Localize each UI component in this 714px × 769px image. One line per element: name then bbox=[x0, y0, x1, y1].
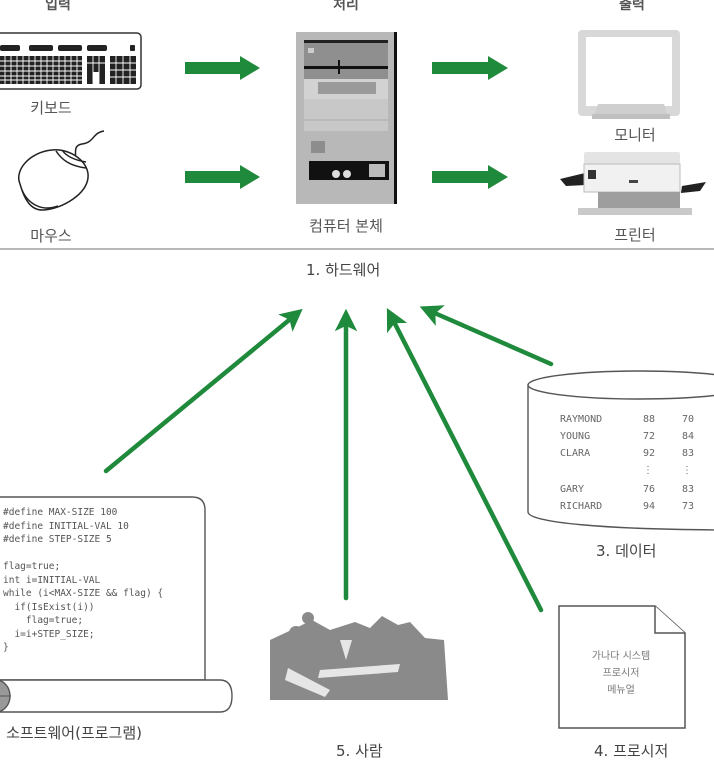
data-row-value-a: 76 bbox=[643, 484, 656, 495]
procedure-doc-line: 메뉴얼 bbox=[607, 685, 635, 696]
software-code-block: #define MAX-SIZE 100 #define INITIAL-VAL … bbox=[3, 506, 163, 655]
label-hardware: 1. 하드웨어 bbox=[306, 261, 381, 279]
data-row-value-b: 84 bbox=[682, 431, 695, 442]
software-scroll-icon bbox=[0, 496, 233, 713]
data-row-name: CLARA bbox=[560, 448, 591, 459]
code-line: i=i+STEP_SIZE; bbox=[3, 628, 95, 640]
code-line: } bbox=[3, 642, 9, 653]
section-divider bbox=[0, 248, 714, 250]
header-input: 입력 bbox=[45, 0, 71, 13]
arrow-procedure-to-hardware bbox=[386, 307, 544, 613]
monitor-icon bbox=[578, 30, 680, 119]
data-row-value-a: 94 bbox=[643, 501, 656, 512]
data-row-value-a: 72 bbox=[643, 431, 656, 442]
data-row-value-a: ⋮ bbox=[643, 465, 653, 476]
label-software: 2. 소프트웨어(프로그램) bbox=[0, 724, 142, 742]
data-row-value-b: 83 bbox=[682, 448, 695, 459]
computer-tower-icon bbox=[296, 32, 397, 204]
code-line: flag=true; bbox=[3, 561, 61, 572]
procedure-doc-line: 프로시저 bbox=[602, 668, 640, 679]
data-row-name: RAYMOND bbox=[560, 414, 603, 425]
label-people: 5. 사람 bbox=[336, 742, 383, 760]
arrow-computer-to-printer bbox=[432, 165, 508, 189]
data-row-value-a: 88 bbox=[643, 414, 656, 425]
code-line: while (i<MAX-SIZE && flag) { bbox=[3, 588, 164, 599]
label-keyboard: 키보드 bbox=[30, 99, 72, 117]
procedure-document-icon bbox=[558, 605, 686, 729]
data-row-name: GARY bbox=[560, 484, 585, 495]
code-line bbox=[3, 547, 163, 561]
arrow-keyboard-to-computer bbox=[185, 56, 260, 80]
header-output: 출력 bbox=[619, 0, 645, 13]
data-row-value-b: 73 bbox=[682, 501, 695, 512]
code-line: int i=INITIAL-VAL bbox=[3, 574, 101, 586]
label-computer: 컴퓨터 본체 bbox=[309, 217, 383, 235]
data-row-value-b: 70 bbox=[682, 414, 695, 425]
keyboard-icon bbox=[0, 32, 142, 90]
people-meeting-icon bbox=[270, 612, 448, 700]
arrow-mouse-to-computer bbox=[185, 165, 260, 189]
procedure-doc-line: 가나다 시스템 bbox=[591, 651, 651, 662]
arrow-data-to-hardware bbox=[419, 305, 554, 367]
thin-arrows bbox=[103, 305, 554, 613]
header-process: 처리 bbox=[333, 0, 359, 13]
code-line: if(IsExist(i)) bbox=[3, 601, 95, 613]
fat-arrows bbox=[185, 56, 508, 189]
arrow-computer-to-monitor bbox=[432, 56, 508, 80]
label-printer: 프린터 bbox=[614, 226, 656, 244]
arrow-software-to-hardware bbox=[103, 308, 303, 474]
label-mouse: 마우스 bbox=[30, 227, 72, 245]
database-cylinder-icon bbox=[527, 370, 714, 531]
data-row-value-b: ⋮ bbox=[682, 465, 692, 476]
code-line: #define INITIAL-VAL 10 bbox=[3, 520, 129, 532]
label-data: 3. 데이터 bbox=[596, 542, 657, 560]
code-line: #define STEP-SIZE 5 bbox=[3, 534, 112, 545]
data-row-value-b: 83 bbox=[682, 484, 695, 495]
printer-icon bbox=[560, 152, 706, 215]
label-procedure: 4. 프로시저 bbox=[594, 742, 669, 760]
data-row-name: RICHARD bbox=[560, 501, 603, 512]
data-row-value-a: 92 bbox=[643, 448, 656, 459]
code-line: flag=true; bbox=[3, 615, 84, 626]
code-line: #define MAX-SIZE 100 bbox=[3, 507, 118, 518]
label-monitor: 모니터 bbox=[614, 126, 656, 144]
data-row-name: YOUNG bbox=[560, 431, 591, 442]
mouse-icon bbox=[18, 130, 105, 211]
